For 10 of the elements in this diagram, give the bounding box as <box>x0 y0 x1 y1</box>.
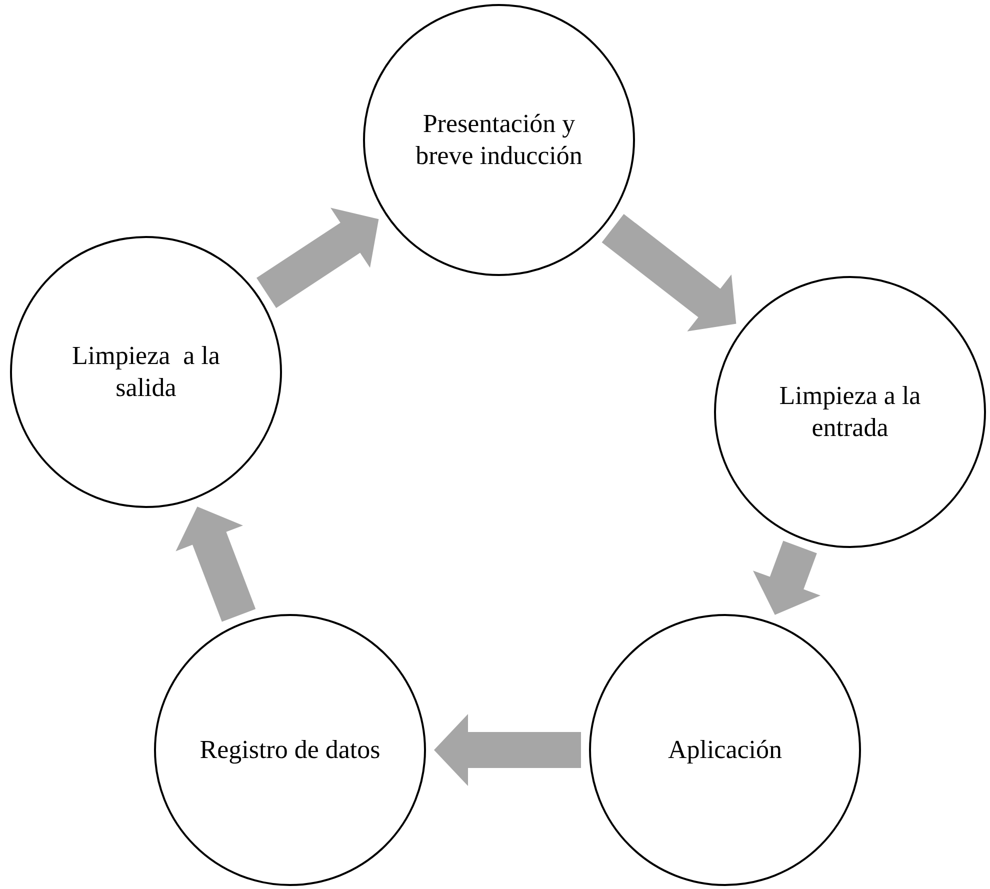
step-label: Limpieza a la entrada <box>778 380 922 444</box>
step-label: Registro de datos <box>200 734 380 766</box>
block-arrow <box>434 714 581 786</box>
block-arrow <box>176 506 256 622</box>
block-arrow <box>602 214 736 332</box>
block-arrow <box>753 540 820 615</box>
step-label: Limpieza a la salida <box>71 340 221 404</box>
block-arrow <box>256 208 379 308</box>
step-label: Aplicación <box>668 734 782 766</box>
step-label: Presentación y breve inducción <box>414 108 584 172</box>
